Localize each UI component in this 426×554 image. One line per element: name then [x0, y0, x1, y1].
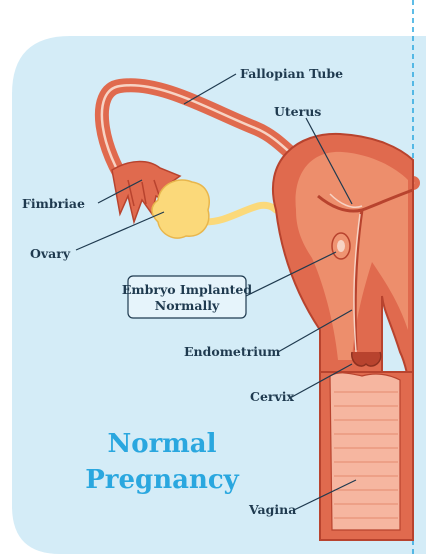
- label-embryo-line2: Normally: [155, 298, 220, 313]
- cervix: [352, 352, 381, 366]
- label-vagina: Vagina: [248, 502, 296, 517]
- label-ovary: Ovary: [30, 246, 71, 261]
- title-line1: Normal: [107, 429, 216, 459]
- title-line2: Pregnancy: [85, 465, 239, 495]
- label-fallopian-tube: Fallopian Tube: [240, 66, 343, 81]
- label-embryo-line1: Embryo Implanted: [122, 282, 253, 297]
- label-fimbriae: Fimbriae: [22, 196, 85, 211]
- label-uterus: Uterus: [274, 104, 321, 119]
- vaginal-canal: [330, 373, 400, 530]
- label-cervix: Cervix: [250, 389, 294, 404]
- label-endometrium: Endometrium: [184, 344, 280, 359]
- embryo: [332, 233, 350, 259]
